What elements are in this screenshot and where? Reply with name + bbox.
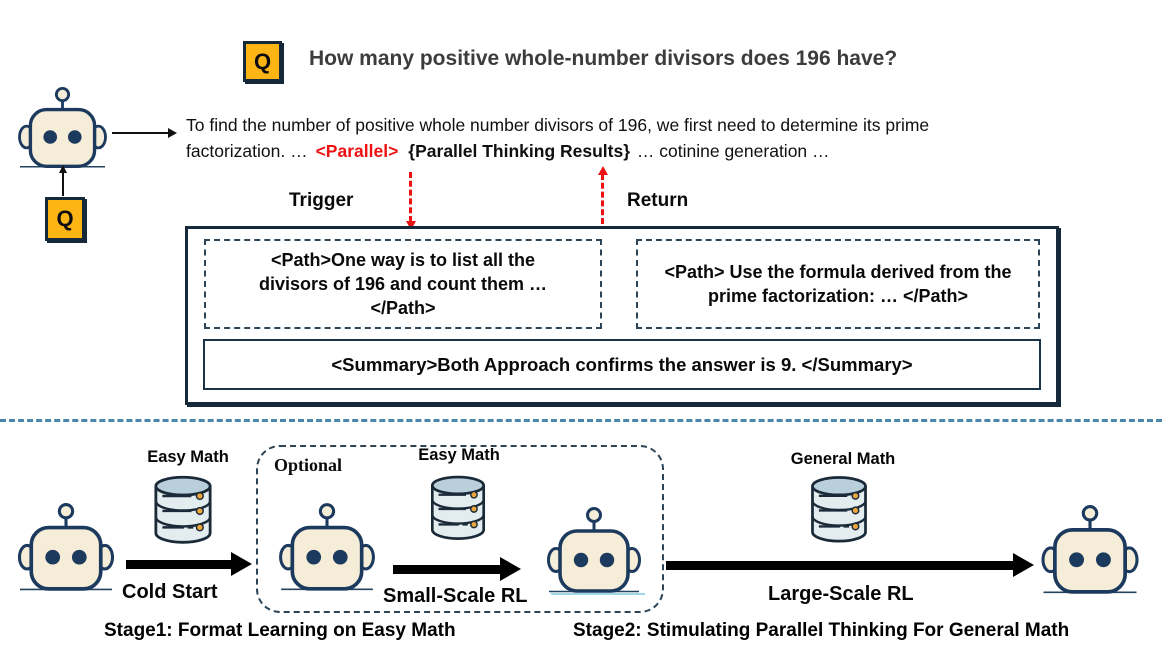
small-scale-rl-arrow <box>393 557 521 581</box>
stage1-caption: Stage1: Format Learning on Easy Math <box>104 620 456 641</box>
database-general-math-icon <box>807 474 871 546</box>
section-divider <box>0 419 1162 422</box>
trigger-label: Trigger <box>289 190 354 211</box>
answer-line2-pre: factorization. … <box>186 141 308 162</box>
small-scale-rl-label: Small-Scale RL <box>383 585 528 607</box>
trigger-arrow <box>405 172 416 230</box>
summary-text: <Summary>Both Approach confirms the answ… <box>331 353 913 375</box>
path-box-left: <Path>One way is to list all the divisor… <box>204 239 602 329</box>
question-title: How many positive whole-number divisors … <box>309 47 898 70</box>
dataset-label-general-math: General Math <box>790 450 896 468</box>
dataset-label-easy-math-2: Easy Math <box>418 446 500 464</box>
robot-stage1-icon <box>276 502 378 594</box>
database-easy-math-1-icon <box>150 474 216 547</box>
return-arrow <box>597 166 608 224</box>
path-left-text: <Path>One way is to list all the divisor… <box>258 249 548 319</box>
robot-stage2-icon <box>543 506 645 596</box>
answer-line2-post: … cotinine generation … <box>636 141 830 162</box>
question-badge-letter: Q <box>253 48 272 74</box>
optional-stage-box: Optional <box>256 445 664 613</box>
robot-icon <box>14 86 111 171</box>
q-to-robot-arrow <box>58 165 67 196</box>
robot-stage0-icon <box>14 502 118 594</box>
input-question-badge: Q <box>45 197 85 241</box>
path-right-text: <Path> Use the formula derived from the … <box>664 261 1012 306</box>
parallel-results-placeholder: {Parallel Thinking Results} <box>408 141 631 162</box>
parallel-open-tag: <Parallel> <box>315 141 399 162</box>
answer-text: To find the number of positive whole num… <box>186 112 929 165</box>
cold-start-arrow <box>126 552 252 576</box>
large-scale-rl-label: Large-Scale RL <box>768 583 914 605</box>
cold-start-label: Cold Start <box>122 581 218 603</box>
summary-box: <Summary>Both Approach confirms the answ… <box>203 339 1041 390</box>
path-box-right: <Path> Use the formula derived from the … <box>636 239 1040 329</box>
question-badge: Q <box>243 41 282 82</box>
input-question-badge-letter: Q <box>56 206 74 231</box>
large-scale-rl-arrow <box>666 553 1034 577</box>
dataset-label-easy-math-1: Easy Math <box>147 448 229 466</box>
robot-reflection-line <box>551 593 645 595</box>
answer-line1: To find the number of positive whole num… <box>186 115 930 135</box>
database-easy-math-2-icon <box>427 473 489 544</box>
robot-final-icon <box>1038 504 1142 597</box>
return-label: Return <box>627 190 689 211</box>
optional-label: Optional <box>274 455 343 475</box>
parallel-results-box: <Path>One way is to list all the divisor… <box>185 226 1059 405</box>
robot-to-answer-arrow <box>112 128 177 138</box>
stage2-caption: Stage2: Stimulating Parallel Thinking Fo… <box>573 620 1070 641</box>
